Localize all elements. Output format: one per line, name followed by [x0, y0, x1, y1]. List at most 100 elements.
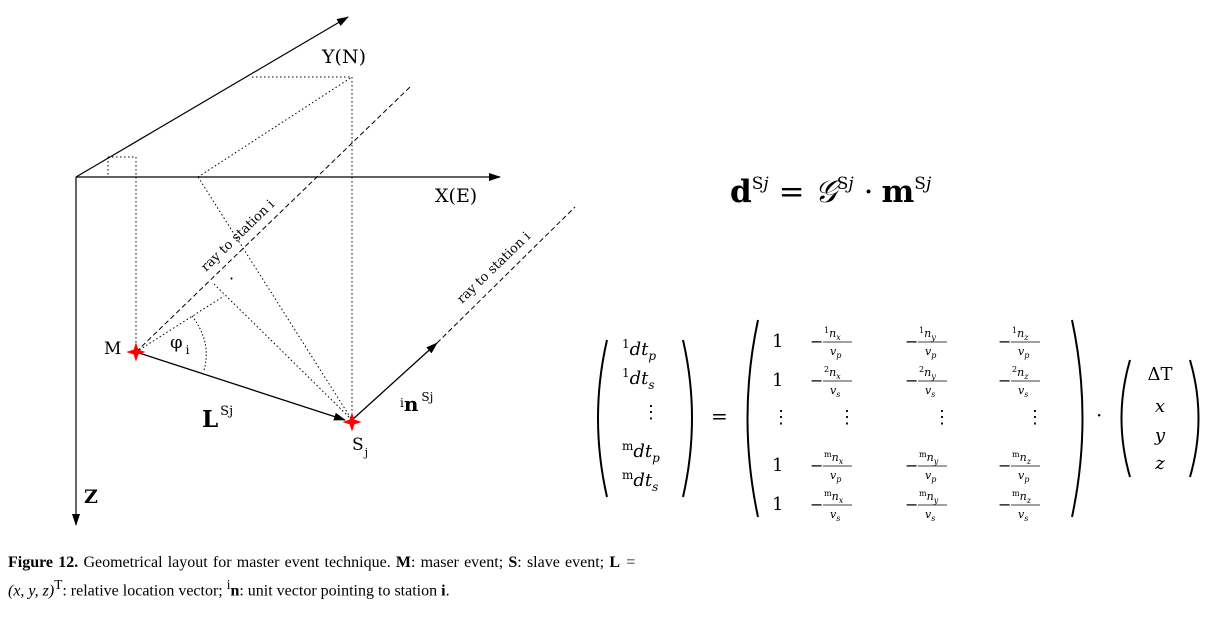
matrix-cell: 1: [772, 455, 783, 476]
lhs-entry: mdts: [622, 468, 658, 494]
axis-y-label: Y(N): [321, 46, 366, 68]
model-vector: ΔT xyz: [1147, 364, 1172, 474]
matrix-denominator: vp: [925, 469, 936, 484]
lhs-entry: ⋮: [642, 402, 660, 423]
matrix-denominator: vs: [925, 384, 935, 399]
lhs-entry: 1dtp: [622, 337, 656, 363]
matrix-cell: 1: [772, 494, 783, 515]
matrix-numerator: 1ny: [919, 326, 936, 342]
matrix-denominator: vp: [1018, 469, 1029, 484]
rhs-entry: z: [1154, 453, 1165, 474]
vector-L-arrow: [135, 351, 346, 421]
matrix-sign: −: [810, 371, 823, 390]
ray-label-2: ray to station i: [454, 229, 534, 307]
lhs-left-paren: [597, 339, 608, 498]
matrix-denominator: vp: [830, 469, 841, 484]
matrix-denominator: vs: [830, 384, 840, 399]
caption-L: L: [609, 554, 621, 571]
matrix-sign: −: [998, 371, 1011, 390]
matrix-sign: −: [905, 456, 918, 475]
rhs-entry: ΔT: [1147, 364, 1172, 385]
matrix-cell: 1: [772, 370, 783, 391]
rhs-entry: x: [1155, 396, 1165, 417]
matrix-denominator: vp: [925, 345, 936, 360]
matrix-sign: −: [810, 332, 823, 351]
matrix-sign: −: [905, 332, 918, 351]
multiply-dot: ·: [1096, 403, 1102, 427]
lhs-vector: 1dtp 1dts ⋮ mdtp mdts: [622, 337, 660, 494]
slave-label: Sj: [352, 435, 368, 459]
matrix-numerator: mnz: [1012, 450, 1032, 466]
caption-text: : slave event;: [517, 554, 610, 571]
matrix-sign: −: [998, 332, 1011, 351]
matrix-sign: −: [998, 456, 1011, 475]
angle-arc: [191, 315, 207, 371]
rhs-right-paren: [1189, 359, 1200, 478]
matrix-sign: −: [810, 495, 823, 514]
matrix-sign: −: [998, 495, 1011, 514]
matrix-denominator: vp: [1018, 345, 1029, 360]
equals-sign: =: [711, 404, 728, 428]
matrix-sign: −: [905, 371, 918, 390]
matrix-numerator: 2ny: [919, 365, 936, 381]
lhs-entry: mdtp: [622, 439, 660, 465]
matrix-denominator: vs: [1018, 508, 1028, 523]
caption-i-sup: i: [226, 577, 231, 592]
caption-text: : unit vector pointing to station: [239, 582, 442, 600]
master-label: M: [104, 339, 121, 359]
axis-z-label: Z: [84, 486, 98, 508]
vector-n-arrow: [351, 342, 438, 421]
y-axis-arrow: [75, 16, 349, 178]
matrix-numerator: mnx: [824, 489, 844, 505]
matrix-denominator: vs: [1018, 384, 1028, 399]
matrix-sign: −: [905, 495, 918, 514]
axis-x-label: X(E): [435, 185, 477, 207]
lhs-right-paren: [682, 339, 693, 498]
caption-M: M: [395, 554, 412, 571]
caption-text: = (x, y, z): [8, 554, 637, 600]
ray-line-master: [135, 86, 411, 353]
lhs-entry: 1dts: [622, 366, 655, 392]
ray-label-1: ray to station i: [198, 197, 278, 275]
svg-text:dSj=𝒢Sj·mSj: dSj=𝒢Sj·mSj: [730, 174, 932, 210]
rhs-left-paren: [1120, 359, 1131, 478]
matrix-cell: ⋮: [933, 407, 951, 428]
caption-T: T: [54, 577, 63, 592]
caption-label: Figure 12.: [8, 554, 79, 571]
matrix-cell: ⋮: [772, 407, 790, 428]
matrix-cell: ⋮: [838, 407, 856, 428]
matrix-left-paren: [746, 319, 759, 518]
caption-i: i: [441, 582, 446, 600]
matrix-numerator: mnx: [824, 450, 844, 466]
caption-text: .: [445, 582, 450, 600]
coefficient-matrix: 1−1nxvp−1nyvp−1nzvp1−2nxvs−2nyvs−2nzvs⋮⋮…: [772, 326, 1044, 523]
caption-text: : relative location vector;: [62, 582, 227, 600]
slave-event-marker: [342, 412, 362, 432]
matrix-numerator: mnz: [1012, 489, 1032, 505]
equation-d-equals-Gm: dSj=𝒢Sj·mSj: [730, 174, 932, 210]
matrix-cell: ⋮: [1026, 407, 1044, 428]
caption-n: n: [230, 582, 240, 600]
geometry-diagram: [72, 16, 576, 526]
matrix-numerator: 2nz: [1012, 365, 1029, 381]
figure-caption: Figure 12. Geometrical layout for master…: [8, 552, 636, 602]
master-event-marker: [126, 342, 146, 362]
matrix-numerator: 1nx: [824, 326, 841, 342]
right-angle-mark: ·: [229, 269, 234, 288]
matrix-cell: 1: [772, 331, 783, 352]
matrix-denominator: vp: [830, 345, 841, 360]
matrix-right-paren: [1071, 319, 1084, 518]
ray-line-slave: [436, 206, 576, 344]
caption-text: : maser event;: [411, 554, 509, 571]
caption-S: S: [508, 554, 518, 571]
projection-lines: [107, 76, 353, 421]
matrix-denominator: vs: [830, 508, 840, 523]
matrix-numerator: mny: [919, 450, 939, 466]
matrix-numerator: 1nz: [1012, 326, 1029, 342]
matrix-sign: −: [810, 456, 823, 475]
rhs-entry: y: [1154, 425, 1166, 446]
